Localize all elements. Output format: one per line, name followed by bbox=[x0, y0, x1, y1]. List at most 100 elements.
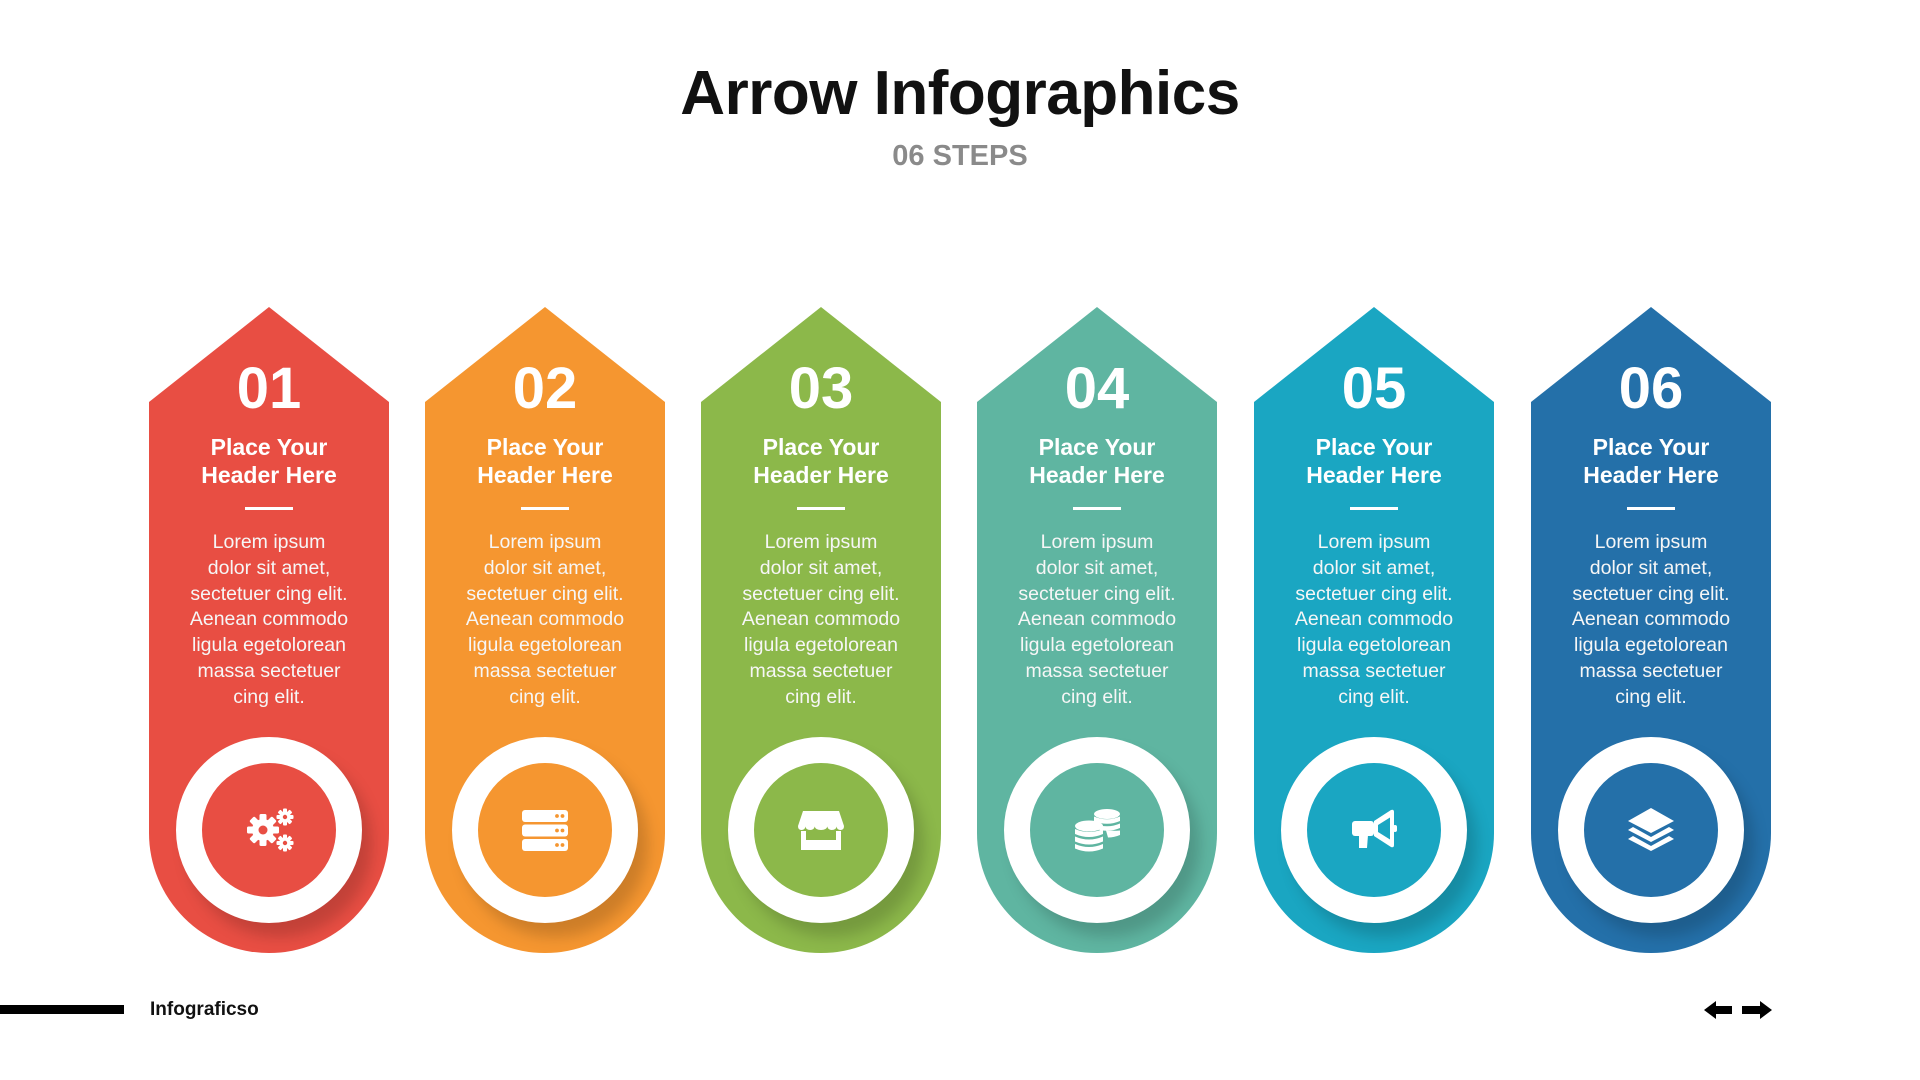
body-line: Lorem ipsum bbox=[764, 531, 878, 553]
body-line: dolor sit amet, bbox=[1035, 556, 1159, 579]
body-line: massa sectetuer bbox=[1579, 659, 1723, 682]
icon-badge bbox=[1004, 737, 1200, 937]
step-number: 04 bbox=[1064, 356, 1130, 421]
body-line: cing elit. bbox=[1338, 685, 1410, 708]
arrow-right-icon[interactable] bbox=[1740, 998, 1772, 1022]
step-body: Lorem ipsum dolor sit amet, sectetuer ci… bbox=[1254, 530, 1494, 711]
divider bbox=[797, 507, 845, 510]
megaphone-icon bbox=[1344, 800, 1404, 860]
step-header-line: Place Your bbox=[762, 434, 880, 460]
step-header: Place Your Header Here bbox=[977, 433, 1217, 489]
body-line: massa sectetuer bbox=[1302, 659, 1446, 682]
step-1: 01 Place Your Header Here Lorem ipsum do… bbox=[149, 307, 389, 953]
step-header-line: Place Your bbox=[1592, 434, 1710, 460]
body-line: cing elit. bbox=[1061, 685, 1133, 708]
body-line: dolor sit amet, bbox=[1312, 556, 1436, 579]
arrow-left-icon[interactable] bbox=[1704, 998, 1736, 1022]
body-line: Lorem ipsum bbox=[1040, 531, 1154, 553]
step-6: 06 Place Your Header Here Lorem ipsum do… bbox=[1531, 307, 1771, 953]
body-line: cing elit. bbox=[785, 685, 857, 708]
body-line: dolor sit amet, bbox=[207, 556, 331, 579]
body-line: Aenean commodo bbox=[189, 608, 349, 631]
step-number: 05 bbox=[1341, 356, 1407, 421]
step-header-line: Header Here bbox=[201, 462, 337, 488]
step-header: Place Your Header Here bbox=[149, 433, 389, 489]
step-body: Lorem ipsum dolor sit amet, sectetuer ci… bbox=[977, 530, 1217, 711]
step-number: 02 bbox=[512, 356, 578, 421]
body-line: sectetuer cing elit. bbox=[1572, 582, 1730, 605]
body-line: massa sectetuer bbox=[1025, 659, 1169, 682]
body-line: dolor sit amet, bbox=[759, 556, 883, 579]
body-line: ligula egetolorean bbox=[744, 634, 898, 657]
body-line: dolor sit amet, bbox=[483, 556, 607, 579]
step-header: Place Your Header Here bbox=[1531, 433, 1771, 489]
icon-badge bbox=[1281, 737, 1477, 937]
footer-brand: Infograficso bbox=[150, 999, 259, 1020]
step-body: Lorem ipsum dolor sit amet, sectetuer ci… bbox=[701, 530, 941, 711]
body-line: dolor sit amet, bbox=[1589, 556, 1713, 579]
body-line: Aenean commodo bbox=[741, 608, 901, 631]
divider bbox=[1627, 507, 1675, 510]
body-line: Aenean commodo bbox=[1294, 608, 1454, 631]
body-line: massa sectetuer bbox=[473, 659, 617, 682]
step-header-line: Header Here bbox=[1029, 462, 1165, 488]
step-3: 03 Place Your Header Here Lorem ipsum do… bbox=[701, 307, 941, 953]
step-body: Lorem ipsum dolor sit amet, sectetuer ci… bbox=[149, 530, 389, 711]
footer-bar bbox=[0, 1005, 124, 1014]
body-line: Aenean commodo bbox=[1017, 608, 1177, 631]
body-line: ligula egetolorean bbox=[192, 634, 346, 657]
step-header-line: Header Here bbox=[1583, 462, 1719, 488]
layers-icon bbox=[1621, 800, 1681, 860]
step-header: Place Your Header Here bbox=[425, 433, 665, 489]
page-title: Arrow Infographics bbox=[680, 59, 1240, 128]
step-number: 01 bbox=[236, 356, 302, 421]
step-header-line: Place Your bbox=[486, 434, 604, 460]
store-icon bbox=[791, 800, 851, 860]
body-line: sectetuer cing elit. bbox=[466, 582, 624, 605]
step-header: Place Your Header Here bbox=[701, 433, 941, 489]
divider bbox=[521, 507, 569, 510]
step-header-line: Header Here bbox=[477, 462, 613, 488]
body-line: ligula egetolorean bbox=[1020, 634, 1174, 657]
body-line: sectetuer cing elit. bbox=[1295, 582, 1453, 605]
step-2: 02 Place Your Header Here Lorem ipsum do… bbox=[425, 307, 665, 953]
divider bbox=[245, 507, 293, 510]
body-line: Lorem ipsum bbox=[488, 531, 602, 553]
divider bbox=[1073, 507, 1121, 510]
body-line: massa sectetuer bbox=[749, 659, 893, 682]
body-line: ligula egetolorean bbox=[1297, 634, 1451, 657]
step-body: Lorem ipsum dolor sit amet, sectetuer ci… bbox=[1531, 530, 1771, 711]
step-5: 05 Place Your Header Here Lorem ipsum do… bbox=[1254, 307, 1494, 953]
step-header-line: Header Here bbox=[1306, 462, 1442, 488]
step-header-line: Place Your bbox=[210, 434, 328, 460]
icon-badge bbox=[452, 737, 648, 937]
gears-icon bbox=[239, 800, 299, 860]
step-header-line: Header Here bbox=[753, 462, 889, 488]
body-line: Aenean commodo bbox=[465, 608, 625, 631]
icon-badge bbox=[728, 737, 924, 937]
body-line: massa sectetuer bbox=[197, 659, 341, 682]
step-body: Lorem ipsum dolor sit amet, sectetuer ci… bbox=[425, 530, 665, 711]
body-line: sectetuer cing elit. bbox=[190, 582, 348, 605]
icon-badge bbox=[1558, 737, 1754, 937]
body-line: Lorem ipsum bbox=[1594, 531, 1708, 553]
body-line: sectetuer cing elit. bbox=[1018, 582, 1176, 605]
step-4: 04 Place Your Header Here Lorem ipsum do… bbox=[977, 307, 1217, 953]
step-header-line: Place Your bbox=[1315, 434, 1433, 460]
step-number: 06 bbox=[1618, 356, 1684, 421]
step-header-line: Place Your bbox=[1038, 434, 1156, 460]
body-line: cing elit. bbox=[509, 685, 581, 708]
body-line: sectetuer cing elit. bbox=[742, 582, 900, 605]
step-header: Place Your Header Here bbox=[1254, 433, 1494, 489]
icon-badge bbox=[176, 737, 372, 937]
divider bbox=[1350, 507, 1398, 510]
page-subtitle: 06 STEPS bbox=[892, 140, 1028, 172]
body-line: ligula egetolorean bbox=[1574, 634, 1728, 657]
server-icon bbox=[515, 800, 575, 860]
coins-icon bbox=[1067, 800, 1127, 860]
body-line: cing elit. bbox=[233, 685, 305, 708]
body-line: Aenean commodo bbox=[1571, 608, 1731, 631]
body-line: Lorem ipsum bbox=[1317, 531, 1431, 553]
body-line: cing elit. bbox=[1615, 685, 1687, 708]
